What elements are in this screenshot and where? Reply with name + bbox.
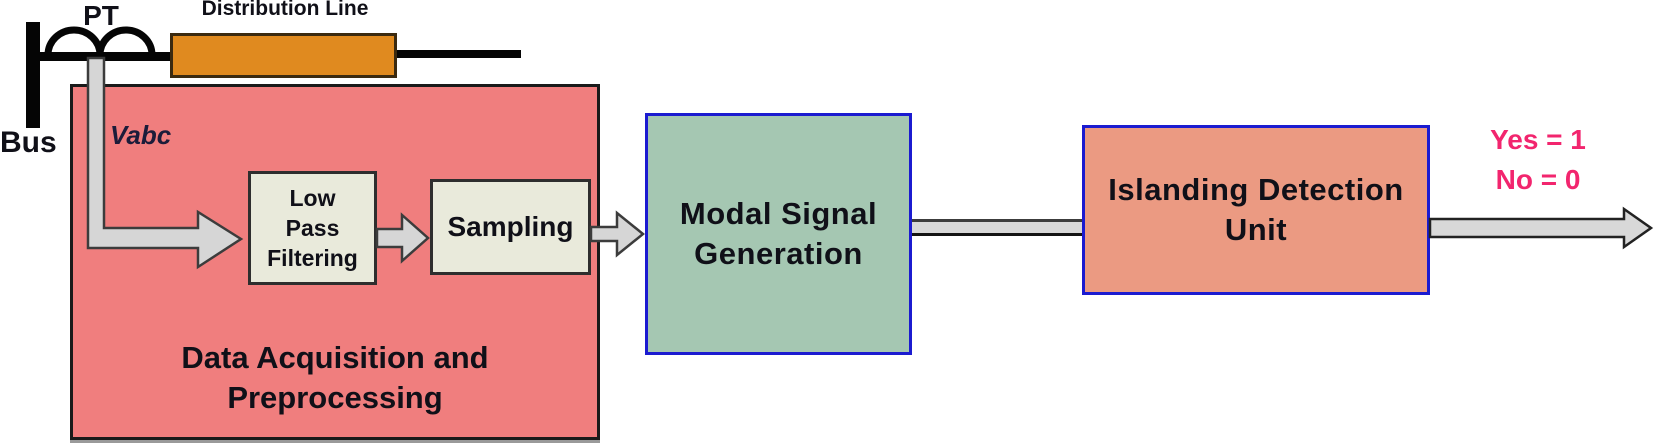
distribution-line-label: Distribution Line	[201, 0, 369, 20]
output-arrow-icon	[1428, 206, 1654, 250]
vabc-label: Vabc	[110, 120, 172, 150]
vabc-tap-arrow-icon	[86, 56, 244, 270]
arrow-sampling-to-modal-icon	[589, 210, 645, 258]
lpf-label-line1: Low	[289, 185, 336, 211]
bus-label: Bus	[0, 126, 57, 159]
line-continuation-wire	[397, 50, 521, 58]
modal-signal-generation-box: Modal Signal Generation	[645, 113, 912, 355]
islanding-label-line2: Unit	[1224, 212, 1288, 247]
bus-bar	[26, 22, 40, 128]
pt-winding-icon	[44, 26, 156, 59]
daq-title-line1: Data Acquisition and	[181, 340, 489, 375]
bus-to-line-wire	[38, 52, 172, 61]
lpf-label-line3: Filtering	[267, 245, 358, 271]
modal-label-line1: Modal Signal	[679, 196, 878, 231]
islanding-detection-unit-box: Islanding Detection Unit	[1082, 125, 1430, 295]
arrow-lpf-to-sampling-icon	[375, 212, 430, 264]
output-result-labels: Yes = 1 No = 0	[1442, 120, 1634, 200]
sampling-box: Sampling	[430, 179, 591, 275]
distribution-line-box	[170, 33, 397, 78]
sampling-label: Sampling	[447, 211, 574, 242]
pt-label: PT	[83, 0, 119, 31]
daq-title-line2: Preprocessing	[227, 380, 443, 415]
islanding-label-line1: Islanding Detection	[1108, 172, 1404, 207]
low-pass-filtering-box: Low Pass Filtering	[248, 171, 377, 285]
data-acquisition-title: Data Acquisition and Preprocessing	[70, 338, 600, 418]
output-no-label: No = 0	[1495, 164, 1581, 195]
modal-label-line2: Generation	[694, 236, 863, 271]
output-yes-label: Yes = 1	[1490, 124, 1586, 155]
modal-to-islanding-connector	[912, 219, 1082, 236]
lpf-label-line2: Pass	[285, 215, 340, 241]
